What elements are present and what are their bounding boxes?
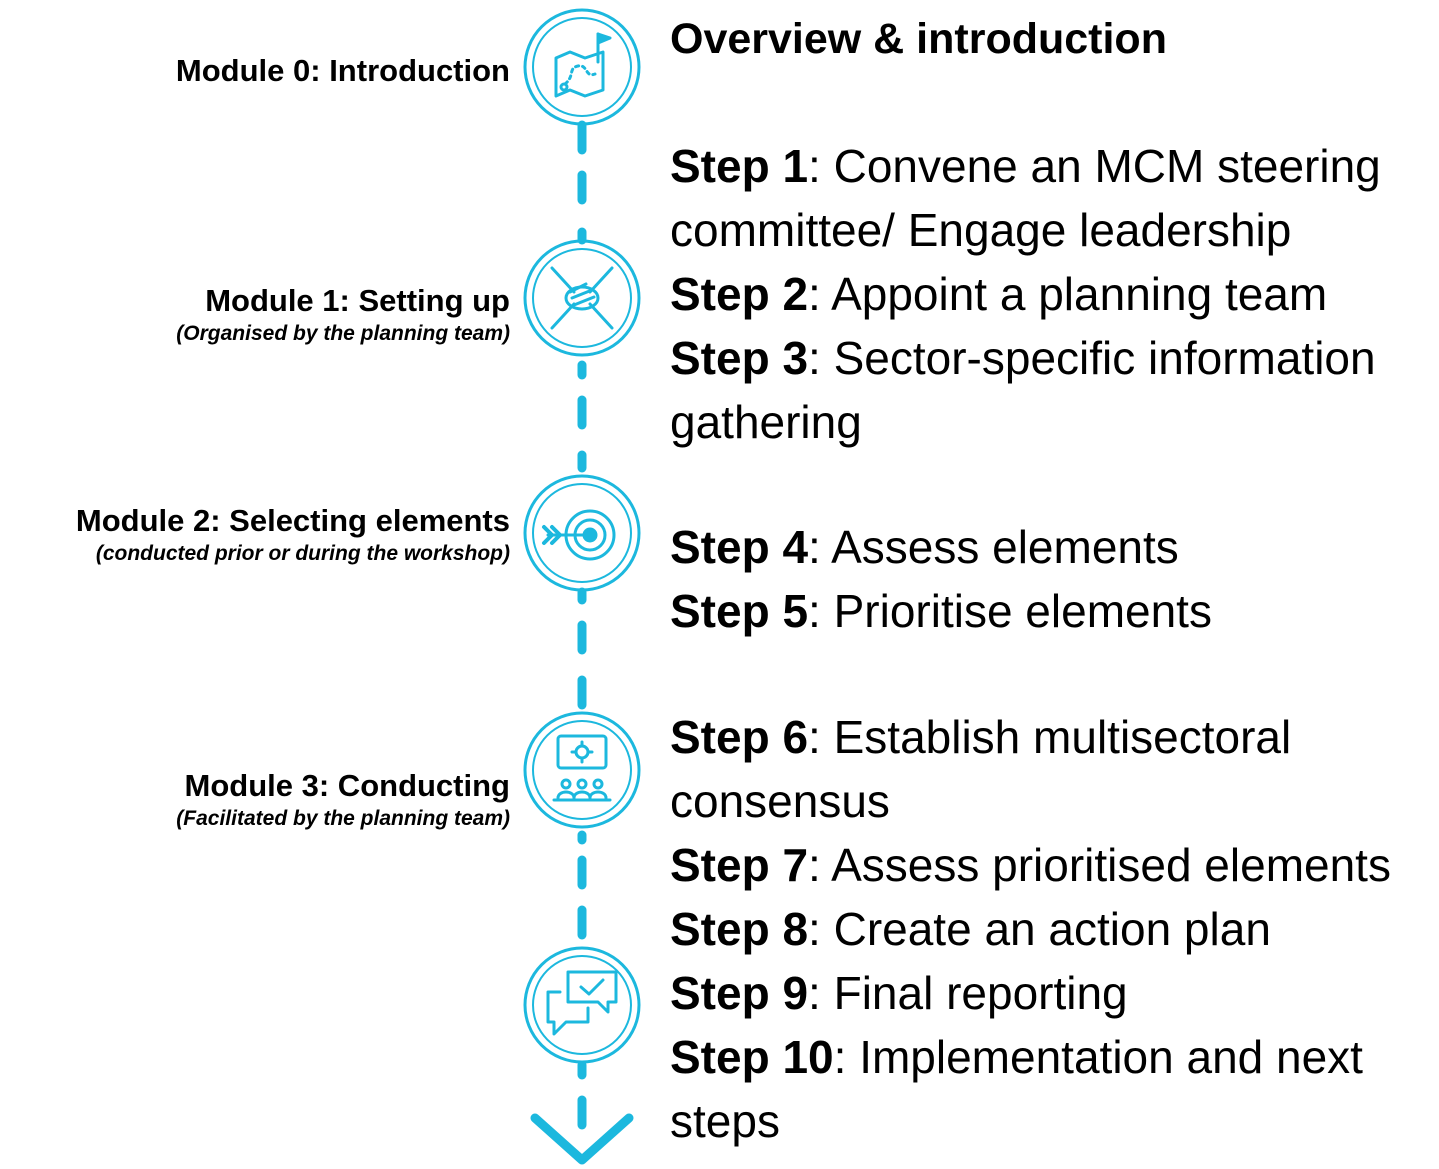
module-0-title: Module 0: Introduction	[175, 53, 510, 88]
step-6-text: : Establish multisectoral	[808, 711, 1292, 763]
step-9: Step 9: Final reporting	[670, 961, 1391, 1025]
module-1-label: Module 1: Setting up (Organised by the p…	[176, 282, 510, 348]
step-1-label: Step 1	[670, 140, 809, 192]
step-10-continued: steps	[670, 1095, 780, 1147]
step-6-continued: consensus	[670, 775, 890, 827]
module-3-label: Module 3: Conducting (Facilitated by the…	[176, 767, 510, 833]
step-1-text: : Convene an MCM steering	[808, 140, 1381, 192]
step-2-label: Step 2	[670, 268, 809, 320]
step-10-label: Step 10	[670, 1031, 834, 1083]
step-8: Step 8: Create an action plan	[670, 897, 1391, 961]
presentation-group-icon	[523, 711, 641, 829]
step-3: Step 3: Sector-specific information	[670, 326, 1381, 390]
module-0-label: Module 0: Introduction	[176, 52, 510, 90]
step-6: Step 6: Establish multisectoral	[670, 705, 1391, 769]
step-3-continued: gathering	[670, 396, 862, 448]
steps-group-2: Step 4: Assess elements Step 5: Prioriti…	[670, 515, 1212, 643]
step-9-label: Step 9	[670, 967, 809, 1019]
step-5-label: Step 5	[670, 585, 809, 637]
module-3-subtitle: (Facilitated by the planning team)	[176, 807, 510, 830]
module-1-subtitle: (Organised by the planning team)	[176, 322, 510, 345]
step-2-text: : Appoint a planning team	[808, 268, 1328, 320]
module-2-label: Module 2: Selecting elements (conducted …	[76, 502, 510, 568]
step-3-label: Step 3	[670, 332, 809, 384]
module-2-subtitle: (conducted prior or during the workshop)	[95, 542, 510, 565]
module-3-title: Module 3: Conducting	[184, 768, 510, 803]
step-9-text: : Final reporting	[808, 967, 1128, 1019]
step-10: Step 10: Implementation and next	[670, 1025, 1391, 1089]
step-10-text: : Implementation and next	[833, 1031, 1363, 1083]
steps-group-1: Step 1: Convene an MCM steering committe…	[670, 134, 1381, 454]
step-1-continued: committee/ Engage leadership	[670, 204, 1292, 256]
step-1: Step 1: Convene an MCM steering	[670, 134, 1381, 198]
step-8-text: : Create an action plan	[808, 903, 1271, 955]
overview-heading: Overview & introduction	[670, 15, 1167, 63]
step-5-text: : Prioritise elements	[808, 585, 1212, 637]
step-4: Step 4: Assess elements	[670, 515, 1212, 579]
timeline-arrow-head	[530, 1113, 634, 1165]
step-4-text: : Assess elements	[808, 521, 1179, 573]
step-8-label: Step 8	[670, 903, 809, 955]
hands-together-icon	[523, 239, 641, 357]
target-arrow-icon	[523, 474, 641, 592]
step-7-label: Step 7	[670, 839, 809, 891]
step-4-label: Step 4	[670, 521, 809, 573]
step-2: Step 2: Appoint a planning team	[670, 262, 1381, 326]
steps-group-3: Step 6: Establish multisectoral consensu…	[670, 705, 1391, 1153]
module-2-title: Module 2: Selecting elements	[75, 503, 510, 538]
map-flag-icon	[523, 8, 641, 126]
step-6-label: Step 6	[670, 711, 809, 763]
module-1-title: Module 1: Setting up	[205, 283, 510, 318]
step-7: Step 7: Assess prioritised elements	[670, 833, 1391, 897]
step-7-text: : Assess prioritised elements	[808, 839, 1391, 891]
step-5: Step 5: Prioritise elements	[670, 579, 1212, 643]
chat-check-icon	[523, 946, 641, 1064]
step-3-text: : Sector-specific information	[808, 332, 1376, 384]
